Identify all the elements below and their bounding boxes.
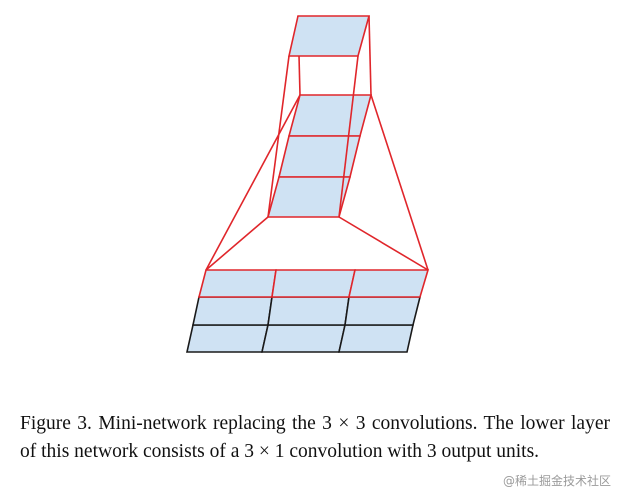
top-output-cell: [288, 15, 371, 57]
grid-cell-r3-c3: [338, 324, 414, 353]
grid-cell-r2-c2: [267, 296, 350, 326]
grid-cell-r3-c1: [186, 324, 269, 353]
middle-cell-3: [266, 176, 352, 218]
grid-cell-r2-c1: [192, 296, 273, 326]
input-grid-3x3: [186, 269, 430, 353]
middle-cell-1: [287, 94, 373, 137]
grid-cell-r1-c2: [271, 269, 356, 298]
grid-cell-r1-c3: [348, 269, 430, 298]
grid-cell-r1-c1: [197, 269, 277, 298]
middle-3x1-column: [266, 94, 373, 218]
mini-network-diagram: [186, 15, 430, 353]
grid-cell-r2-c3: [344, 296, 422, 326]
figure-caption: Figure 3. Mini-network replacing the 3 ×…: [20, 413, 610, 462]
funnel-edges-upper: [267, 15, 372, 218]
grid-cell-r3-c2: [261, 324, 346, 353]
funnel-edges-lower: [205, 94, 429, 271]
watermark: @稀土掘金技术社区: [502, 474, 611, 488]
